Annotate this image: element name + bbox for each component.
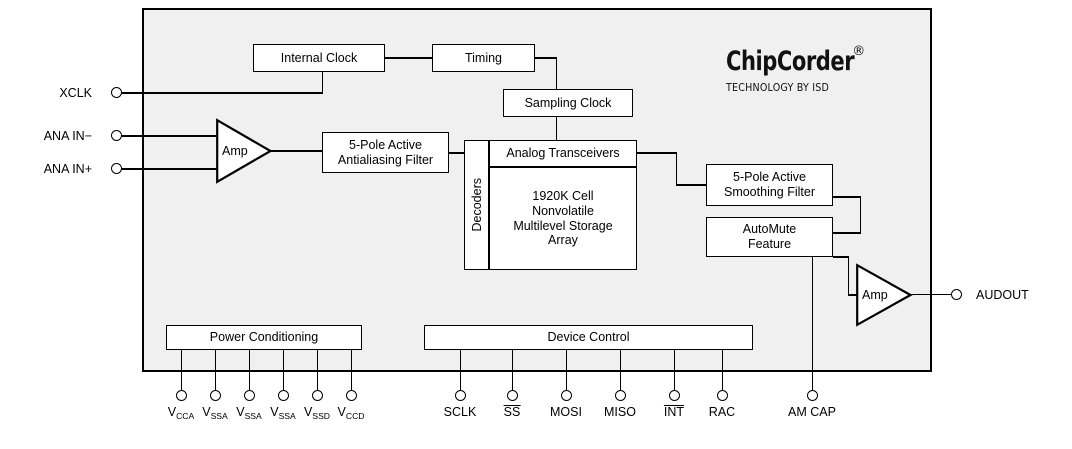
- wire-smoothing-to-automute: [833, 232, 861, 234]
- pin-label-vcca: VCCA: [167, 405, 195, 421]
- wire-amp-to-antialiasing: [270, 150, 323, 152]
- pin-vccd[interactable]: [346, 390, 357, 401]
- wire-xclk-horizontal: [122, 92, 323, 94]
- wire-timing-to-sampling-clock: [555, 57, 558, 90]
- logo-tagline: TECHNOLOGY BY ISD: [726, 82, 830, 94]
- pin-label-vssd: VSSD: [303, 405, 331, 421]
- pin-label-ana-in-minus: ANA IN−: [43, 129, 92, 143]
- pin-label-am-cap: AM CAP: [788, 405, 836, 419]
- pin-am-cap[interactable]: [807, 390, 818, 401]
- wire-ana-in-plus: [122, 168, 218, 170]
- block-storage-array: 1920K Cell Nonvolatile Multilevel Storag…: [489, 167, 637, 270]
- pin-label-rac: RAC: [708, 405, 736, 419]
- block-internal-clock: Internal Clock: [253, 44, 385, 72]
- registered-trademark-icon: ®: [852, 43, 866, 59]
- wire-transceivers-out-h2: [675, 184, 707, 186]
- wire-automute-to-output-amp: [847, 294, 858, 296]
- wire-transceivers-out-h1: [637, 152, 677, 154]
- chipcorder-logo: ChipCorder® TECHNOLOGY BY ISD: [726, 44, 926, 94]
- wire-transceivers-out-v: [675, 152, 678, 185]
- pin-vssa-1[interactable]: [210, 390, 221, 401]
- block-analog-transceivers: Analog Transceivers: [489, 140, 637, 167]
- pin-sclk[interactable]: [455, 390, 466, 401]
- wire-antialiasing-to-decoders: [449, 152, 464, 154]
- output-amp-label: Amp: [862, 288, 888, 302]
- decoders-label: Decoders: [469, 178, 484, 232]
- wire-xclk-to-internal-clock: [321, 72, 324, 93]
- wire-automute-to-am-cap: [811, 257, 814, 395]
- wire-pin-vssa-3: [282, 350, 285, 396]
- wire-sampling-clock-to-transceivers: [555, 117, 558, 141]
- wire-pin-vccd: [350, 350, 353, 396]
- wire-pin-vcca: [180, 350, 183, 396]
- pin-label-miso: MISO: [604, 405, 636, 419]
- pin-label-xclk: XCLK: [59, 86, 92, 100]
- block-decoders: Decoders: [464, 140, 489, 270]
- wire-smoothing-filter-out-v: [859, 196, 862, 233]
- pin-label-ss: SS: [503, 405, 521, 419]
- pin-int[interactable]: [669, 390, 680, 401]
- block-power-conditioning: Power Conditioning: [166, 325, 362, 350]
- wire-pin-mosi: [565, 350, 568, 396]
- wire-pin-miso: [619, 350, 622, 396]
- pin-label-vssa-2: VSSA: [236, 405, 262, 421]
- wire-pin-vssa-1: [214, 350, 217, 396]
- wire-ana-in-minus: [122, 135, 218, 137]
- pin-vcca[interactable]: [176, 390, 187, 401]
- pin-ana-in-minus[interactable]: [111, 130, 122, 141]
- wire-pin-int: [673, 350, 676, 396]
- wire-internal-clock-to-timing: [385, 57, 432, 59]
- block-antialiasing-filter: 5-Pole Active Antialiasing Filter: [322, 132, 449, 173]
- pin-vssa-2[interactable]: [244, 390, 255, 401]
- block-device-control: Device Control: [424, 325, 753, 350]
- pin-ana-in-plus[interactable]: [111, 163, 122, 174]
- wire-output-amp-to-audout: [908, 293, 954, 296]
- pin-label-vssa-1: VSSA: [202, 405, 228, 421]
- output-amplifier: Amp: [856, 263, 913, 327]
- pin-mosi[interactable]: [561, 390, 572, 401]
- pin-label-sclk: SCLK: [443, 405, 477, 419]
- pin-label-audout: AUDOUT: [976, 288, 1029, 302]
- pin-label-mosi: MOSI: [550, 405, 582, 419]
- wire-automute-out-h1: [833, 256, 849, 258]
- wire-automute-out-v: [847, 256, 850, 296]
- wire-pin-ss: [511, 350, 514, 396]
- pin-ss[interactable]: [507, 390, 518, 401]
- pin-label-int: INT: [663, 405, 685, 419]
- wire-pin-sclk: [459, 350, 462, 396]
- pin-xclk[interactable]: [111, 87, 122, 98]
- wire-pin-vssa-2: [248, 350, 251, 396]
- block-automute: AutoMute Feature: [706, 217, 833, 257]
- pin-label-ana-in-plus: ANA IN+: [43, 162, 92, 176]
- input-amplifier: Amp: [216, 118, 273, 184]
- block-sampling-clock: Sampling Clock: [503, 89, 633, 117]
- wire-smoothing-filter-out-h: [833, 196, 861, 198]
- pin-miso[interactable]: [615, 390, 626, 401]
- pin-vssd[interactable]: [312, 390, 323, 401]
- block-timing: Timing: [432, 44, 535, 72]
- wire-pin-vssd: [316, 350, 319, 396]
- logo-brand-text: ChipCorder: [726, 46, 855, 77]
- wire-pin-rac: [721, 350, 724, 396]
- pin-audout[interactable]: [951, 289, 962, 300]
- pin-label-vccd: VCCD: [337, 405, 365, 421]
- pin-vssa-3[interactable]: [278, 390, 289, 401]
- block-smoothing-filter: 5-Pole Active Smoothing Filter: [706, 164, 833, 206]
- pin-rac[interactable]: [717, 390, 728, 401]
- pin-label-vssa-3: VSSA: [270, 405, 296, 421]
- input-amp-label: Amp: [222, 144, 248, 158]
- wire-timing-out: [535, 57, 557, 59]
